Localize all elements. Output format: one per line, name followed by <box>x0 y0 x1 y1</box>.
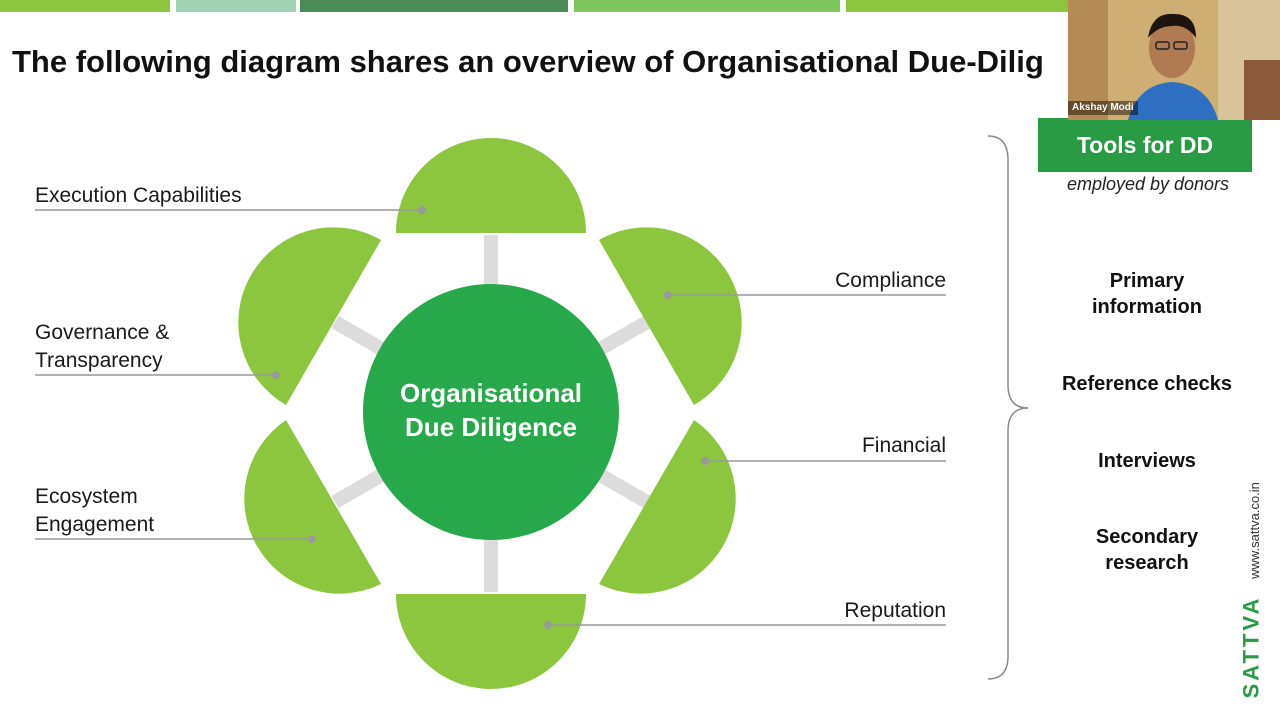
center-circle <box>363 284 619 540</box>
tool-item-line-1: Reference checks <box>1061 373 1233 395</box>
tool-item-line-2: research <box>1105 552 1189 574</box>
tool-item-primary-information: Primary information <box>1040 268 1254 320</box>
participant-name-label: Akshay Modi <box>1068 101 1138 115</box>
top-bar-segment-1 <box>0 0 170 12</box>
top-bar-segment-3 <box>300 0 568 12</box>
slide-title: The following diagram shares an overview… <box>12 44 1044 79</box>
tools-bracket <box>987 135 1029 680</box>
tool-item-line-2: information <box>1092 296 1202 318</box>
petal-execution-capabilities <box>396 138 586 233</box>
leader-dot-group <box>272 206 709 629</box>
participant-video-tile[interactable] <box>1068 0 1280 120</box>
leader-dot-governance <box>272 371 280 379</box>
sattva-logo-text: SATTVA <box>1238 595 1264 699</box>
leader-dot-reputation <box>544 621 552 629</box>
petal-reputation <box>396 594 586 689</box>
top-bar-segment-5 <box>846 0 1068 12</box>
tool-item-secondary-research: Secondary research <box>1040 524 1254 576</box>
tools-subheading: employed by donors <box>1066 174 1230 194</box>
petal-compliance <box>599 227 742 405</box>
leader-line-group <box>35 209 946 626</box>
leader-dot-ecosystem <box>308 535 316 543</box>
label-ecosystem-engagement: Ecosystem Engagement <box>35 483 154 539</box>
petal-ecosystem-engagement <box>244 420 381 594</box>
label-governance-transparency: Governance & Transparency <box>35 319 169 375</box>
sattva-logo: SATTVA <box>1238 596 1263 699</box>
participant-video-image <box>1068 0 1280 120</box>
leader-dot-execution <box>418 206 426 214</box>
label-ecosystem-line-1: Ecosystem <box>35 485 138 508</box>
label-financial: Financial <box>861 434 946 457</box>
tools-heading-box: Tools for DD <box>1038 118 1252 172</box>
website-label: www.sattva.co.in <box>1244 468 1264 592</box>
petal-group <box>238 138 742 689</box>
label-reputation: Reputation <box>844 599 946 622</box>
tool-item-line-1: Primary <box>1109 270 1185 292</box>
petal-governance-transparency <box>238 227 381 405</box>
center-title-line-2: Due Diligence <box>405 412 577 442</box>
tool-item-reference-checks: Reference checks <box>1040 371 1254 397</box>
website-text: www.sattva.co.in <box>1246 481 1262 579</box>
center-title: Organisational Due Diligence <box>363 376 619 444</box>
tool-item-line-1: Secondary <box>1095 526 1199 548</box>
center-title-line-1: Organisational <box>399 378 583 408</box>
petal-financial <box>599 420 736 594</box>
label-compliance: Compliance <box>835 269 946 292</box>
label-ecosystem-line-2: Engagement <box>35 513 155 536</box>
label-governance-line-2: Transparency <box>35 349 163 372</box>
top-bar-segment-4 <box>574 0 840 12</box>
tool-item-line-1: Interviews <box>1098 450 1196 472</box>
top-bar-segment-2 <box>176 0 296 12</box>
tool-item-interviews: Interviews <box>1040 448 1254 474</box>
label-execution-capabilities: Execution Capabilities <box>35 184 242 207</box>
leader-dot-financial <box>701 457 709 465</box>
leader-dot-compliance <box>664 291 672 299</box>
label-governance-line-1: Governance & <box>35 321 170 344</box>
